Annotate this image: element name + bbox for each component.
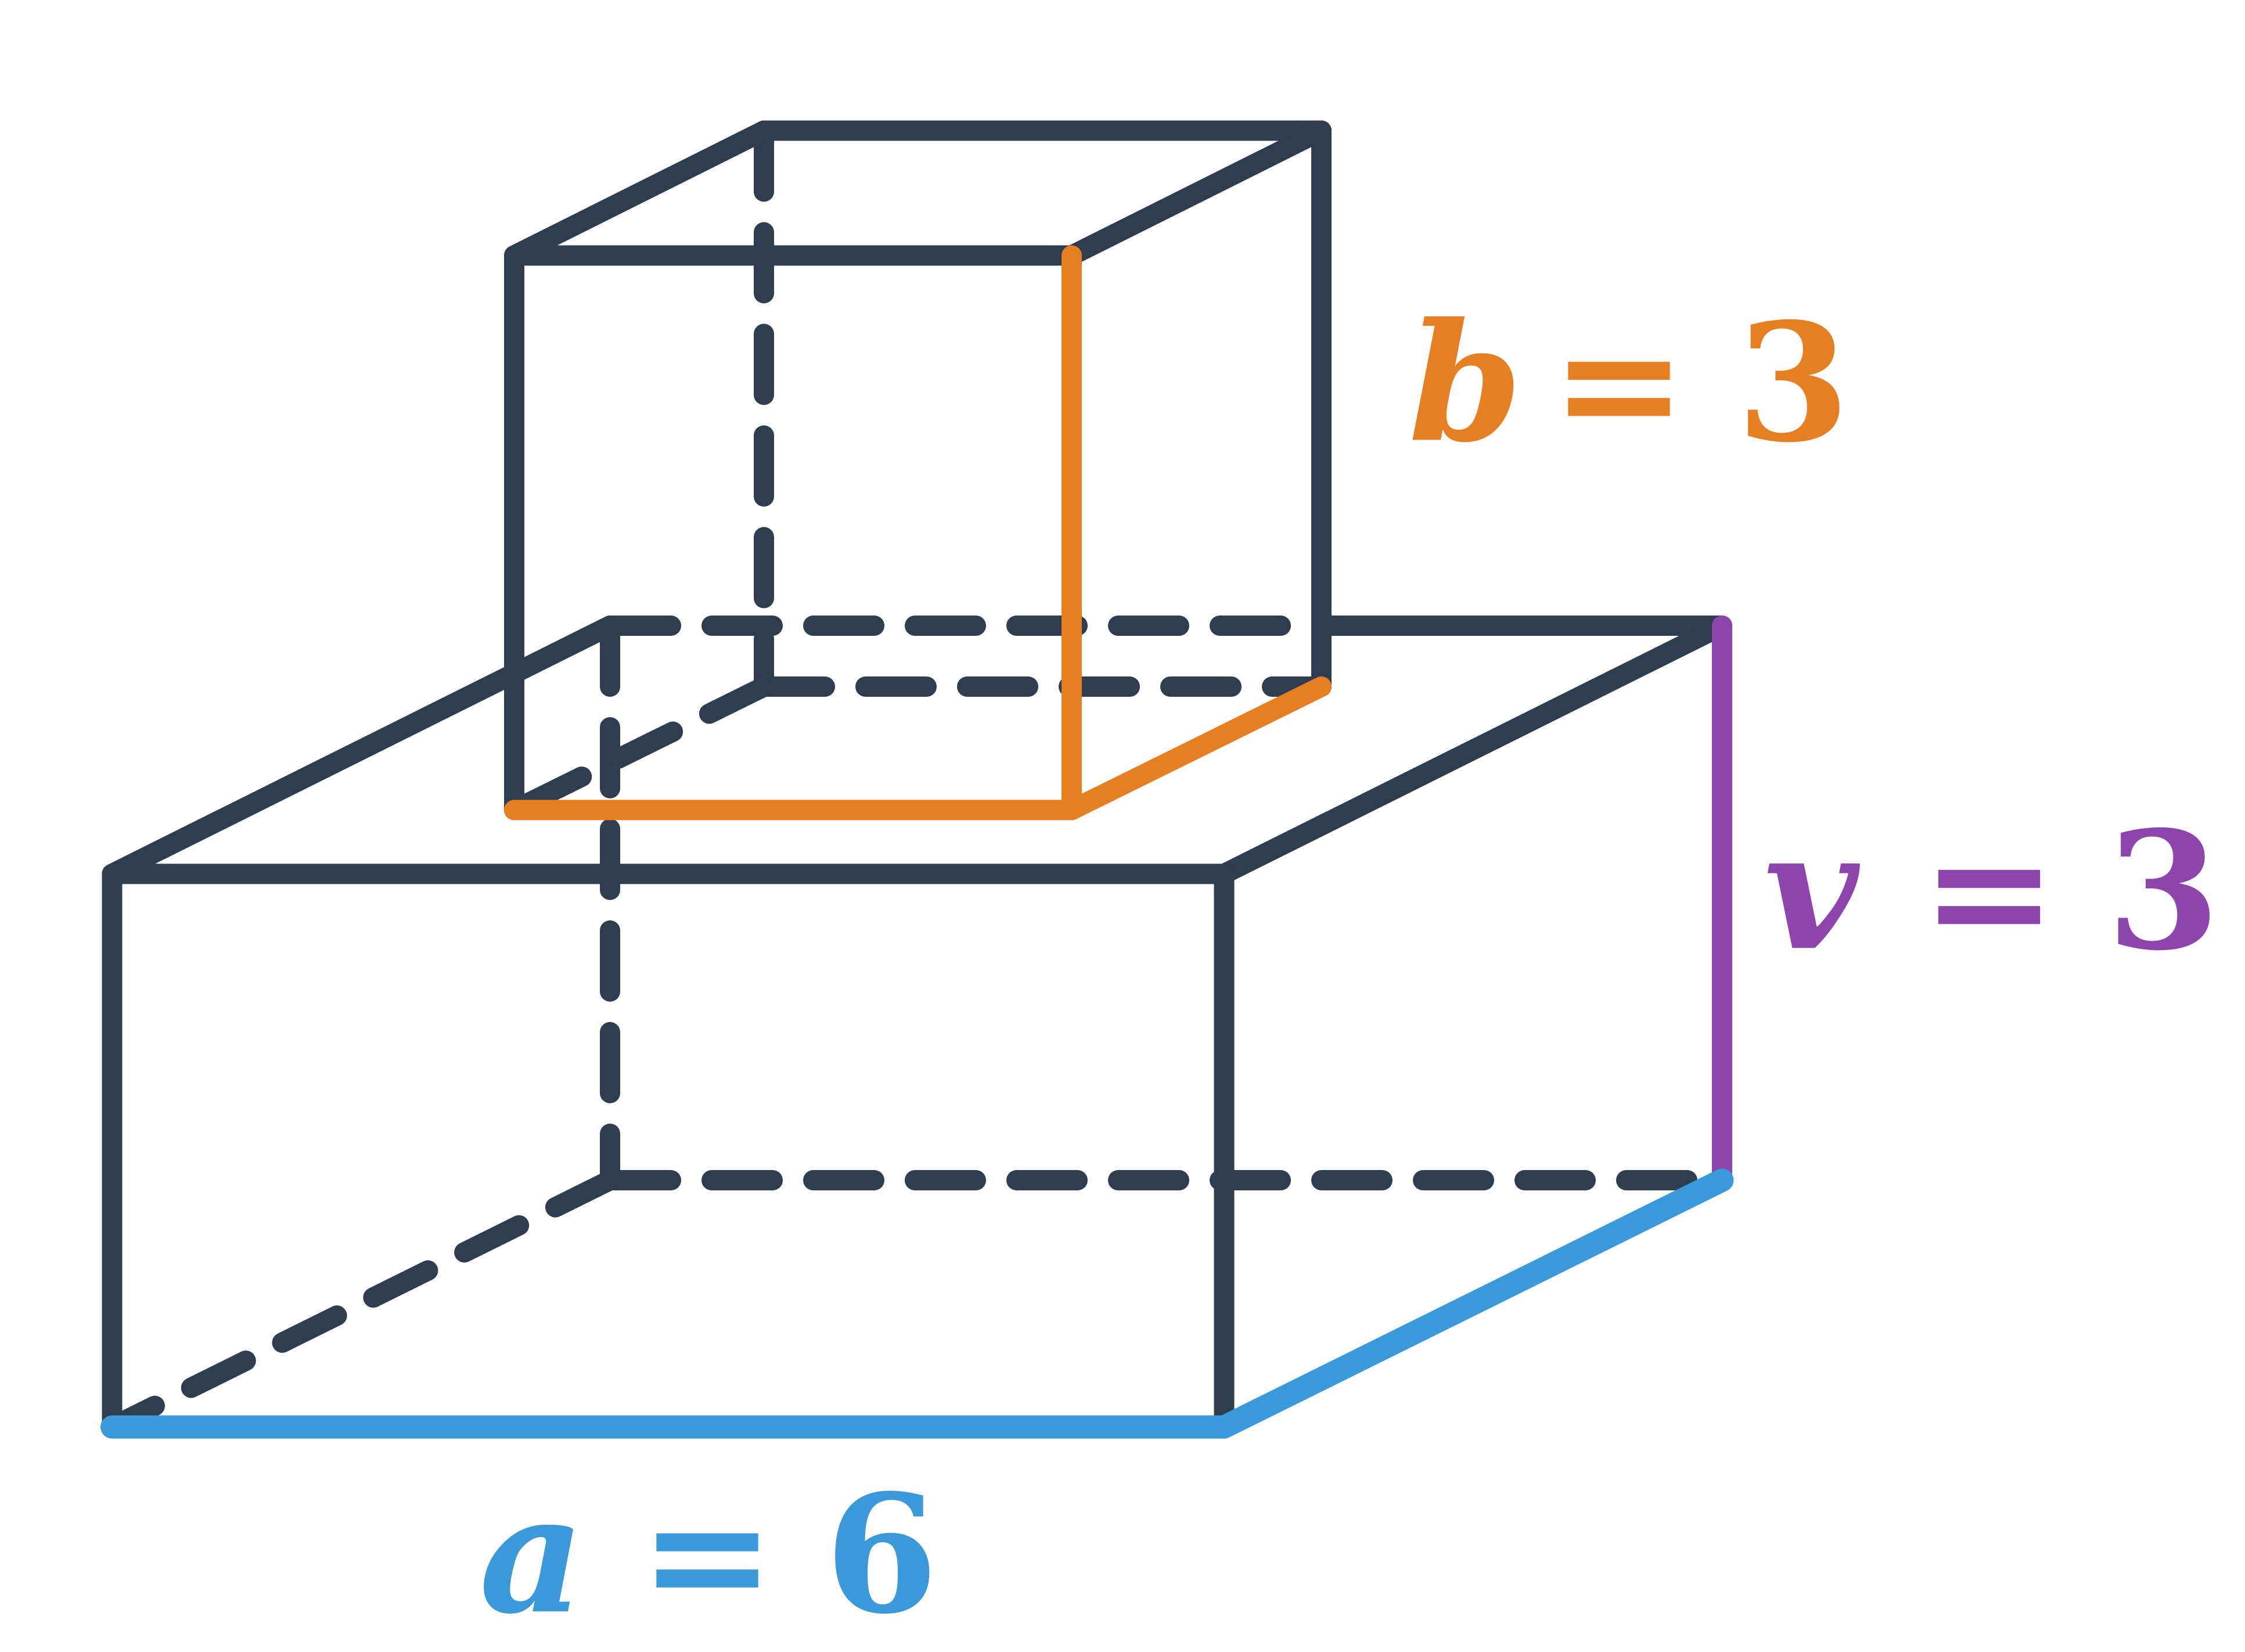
cube-top-left-edge	[504, 120, 774, 266]
label-v-equals: =	[1921, 796, 2057, 987]
label-a-equals: =	[639, 1459, 776, 1650]
small-cube	[504, 120, 1332, 820]
cube-top-right-edge	[1062, 120, 1332, 266]
large-box-hidden-left-bottom-edge	[102, 1170, 620, 1437]
large-box-top-right-edge	[1214, 616, 1732, 884]
label-a-variable: a	[480, 1459, 585, 1650]
label-a: a = 6	[480, 1459, 938, 1650]
large-box-top-left-edge	[102, 616, 620, 884]
label-v-value: 3	[2107, 796, 2220, 987]
cube-bottom-edges-b	[504, 676, 1332, 820]
large-box-bottom-edges-a	[100, 1168, 1734, 1439]
label-v: v = 3	[1764, 796, 2220, 987]
label-b: b = 3	[1409, 288, 1850, 479]
label-b-value: 3	[1737, 288, 1850, 479]
large-box	[100, 616, 1734, 1439]
cube-hidden-left-bottom-edge	[504, 676, 774, 820]
label-b-variable: b	[1409, 288, 1523, 479]
label-b-equals: =	[1551, 288, 1688, 479]
label-v-variable: v	[1764, 796, 1861, 987]
label-a-value: 6	[825, 1459, 938, 1650]
